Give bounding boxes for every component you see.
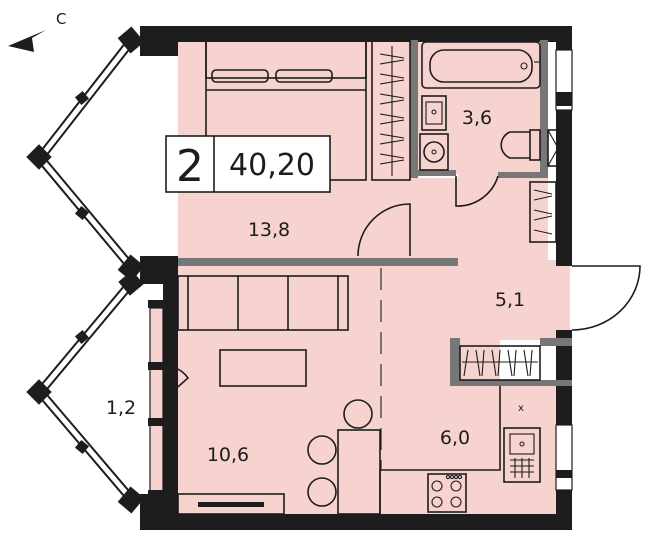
exterior-walls: [140, 26, 572, 530]
balcony-area: 1,2: [106, 397, 136, 419]
bedroom-furniture: [205, 39, 411, 181]
bedroom-bay-window: [26, 26, 145, 282]
bedroom-area: 13,8: [248, 219, 290, 241]
entrance-door: [571, 265, 641, 331]
washbasin: [421, 95, 447, 131]
kitchen-sink: [503, 427, 541, 483]
room-labels: 13,8 3,6 5,1 1,2 10,6 6,0: [106, 107, 525, 466]
bedroom-door: [357, 203, 411, 257]
living-area: 10,6: [207, 444, 249, 466]
tv: [198, 502, 264, 507]
kitchen-furniture: x: [379, 386, 541, 514]
floor-fills: [150, 40, 570, 514]
coffee-table: [219, 349, 307, 387]
hall-shelf: [529, 181, 557, 243]
tv-stand: [177, 493, 285, 515]
doors: [162, 175, 641, 401]
kitchen-area: 6,0: [440, 427, 470, 449]
kitchen-counter: [379, 386, 501, 514]
hall-floor: [458, 174, 570, 340]
chair: [307, 435, 337, 465]
hall-area: 5,1: [495, 289, 525, 311]
bathroom-area: 3,6: [462, 107, 492, 129]
compass: С: [8, 10, 66, 52]
hall-furniture: [459, 181, 557, 381]
toilet-tank: [529, 129, 541, 161]
washing-machine: [419, 133, 449, 171]
bathroom-door: [455, 175, 499, 207]
balcony-door: [162, 365, 190, 401]
bathtub: [421, 41, 541, 89]
living-furniture: [177, 268, 382, 515]
total-area: 40,20: [229, 148, 315, 183]
balcony-window: [26, 270, 164, 514]
toilet: [500, 131, 530, 159]
apartment-badge: 2 40,20: [165, 135, 331, 193]
bathroom-floor: [418, 40, 548, 174]
chair: [343, 399, 373, 429]
interior-walls: [178, 40, 572, 386]
wardrobe-bedroom: [371, 39, 411, 181]
room-count: 2: [176, 141, 204, 192]
balcony-floor: [150, 306, 163, 496]
right-windows: [555, 49, 573, 491]
living-floor: [178, 266, 570, 514]
fridge-mark: x: [518, 403, 524, 414]
chair: [307, 477, 337, 507]
sofa: [177, 275, 349, 331]
wardrobe-hangers: [379, 46, 405, 176]
hall-wardrobe: [459, 345, 541, 381]
north-arrow-icon: [8, 30, 46, 52]
bathroom-fixtures: [419, 41, 569, 171]
compass-label: С: [56, 10, 66, 28]
bathroom-cabinet: [547, 129, 569, 167]
cooktop: [427, 473, 467, 513]
